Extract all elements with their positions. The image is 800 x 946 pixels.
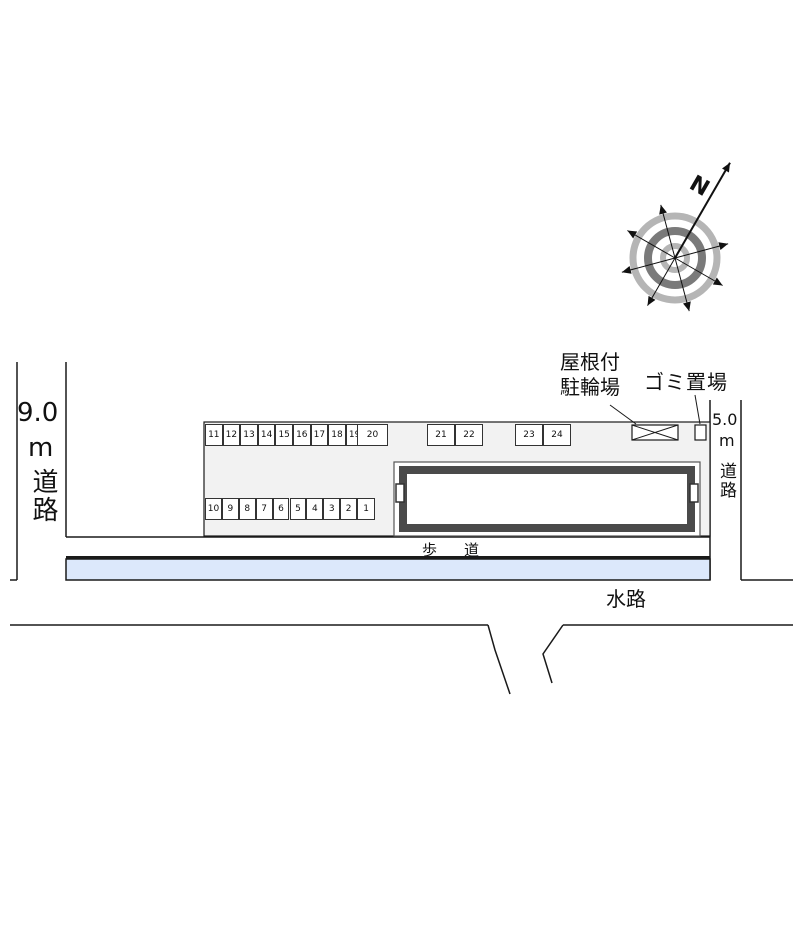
building-stair-right xyxy=(689,483,699,503)
compass-arrowhead xyxy=(718,242,729,250)
side-street-right xyxy=(542,624,564,684)
parking-slot: 1 xyxy=(357,498,376,520)
side-street-left xyxy=(487,624,511,695)
compass-arrowhead xyxy=(683,301,691,312)
compass-ray xyxy=(647,257,676,306)
parking-slot: 9 xyxy=(221,498,239,520)
waterway-channel xyxy=(65,558,711,581)
compass-arrowhead xyxy=(647,295,656,306)
parking-slot: 3 xyxy=(323,498,341,520)
parking-slot: 23 xyxy=(515,424,543,446)
waterway-label: 水路 xyxy=(606,587,646,611)
bicycle-parking-label: 屋根付 駐輪場 xyxy=(560,350,620,399)
compass-ray xyxy=(674,257,690,312)
left-road-kind: 道路 xyxy=(28,468,58,524)
compass-ray xyxy=(674,243,729,259)
right-road-unit: m xyxy=(719,431,735,450)
parking-slot: 22 xyxy=(455,424,483,446)
parking-slot: 18 xyxy=(328,424,346,446)
compass-rose xyxy=(621,162,731,312)
compass-arrowhead xyxy=(722,162,730,173)
parking-slot: 20 xyxy=(357,424,388,446)
compass-arrowhead xyxy=(621,266,632,274)
parking-slot: 15 xyxy=(275,424,293,446)
parking-slot: 5 xyxy=(289,498,307,520)
parking-slot: 4 xyxy=(306,498,324,520)
parking-slot: 10 xyxy=(205,498,222,520)
compass-ray xyxy=(660,204,676,259)
left-road-unit: m xyxy=(28,433,54,463)
left-road-width: 9.0 xyxy=(17,398,59,428)
parking-slot: 2 xyxy=(340,498,358,520)
building-stair-left xyxy=(395,483,405,503)
sidewalk-label: 歩 道 xyxy=(422,541,486,559)
parking-slot: 14 xyxy=(257,424,276,446)
compass-arrowhead xyxy=(627,230,638,239)
parking-slot: 21 xyxy=(427,424,455,446)
parking-slot: 7 xyxy=(255,498,273,520)
compass-north-arrow xyxy=(674,162,731,259)
right-road-kind: 道路 xyxy=(716,462,736,500)
garbage-area-leader xyxy=(694,394,701,425)
garbage-area-label: ゴミ置場 xyxy=(644,370,728,394)
bicycle-parking-icon xyxy=(631,424,679,441)
bicycle-parking-leader xyxy=(609,404,637,425)
garbage-area-icon xyxy=(694,424,707,441)
parking-slot: 13 xyxy=(240,424,258,446)
parking-slot: 24 xyxy=(543,424,571,446)
compass-ray xyxy=(627,230,676,259)
parking-slot: 12 xyxy=(222,424,241,446)
building-body xyxy=(399,466,695,532)
parking-slot: 6 xyxy=(272,498,290,520)
parking-slot: 11 xyxy=(205,424,223,446)
parking-slot: 17 xyxy=(310,424,329,446)
compass-ray xyxy=(621,257,676,273)
compass-arrows xyxy=(621,162,731,312)
compass-arrowhead xyxy=(659,204,667,215)
compass-arrowhead xyxy=(712,277,723,286)
right-road-width: 5.0 xyxy=(712,410,738,429)
compass-ray xyxy=(674,257,723,286)
parking-slot: 8 xyxy=(238,498,256,520)
parking-slot: 16 xyxy=(293,424,311,446)
